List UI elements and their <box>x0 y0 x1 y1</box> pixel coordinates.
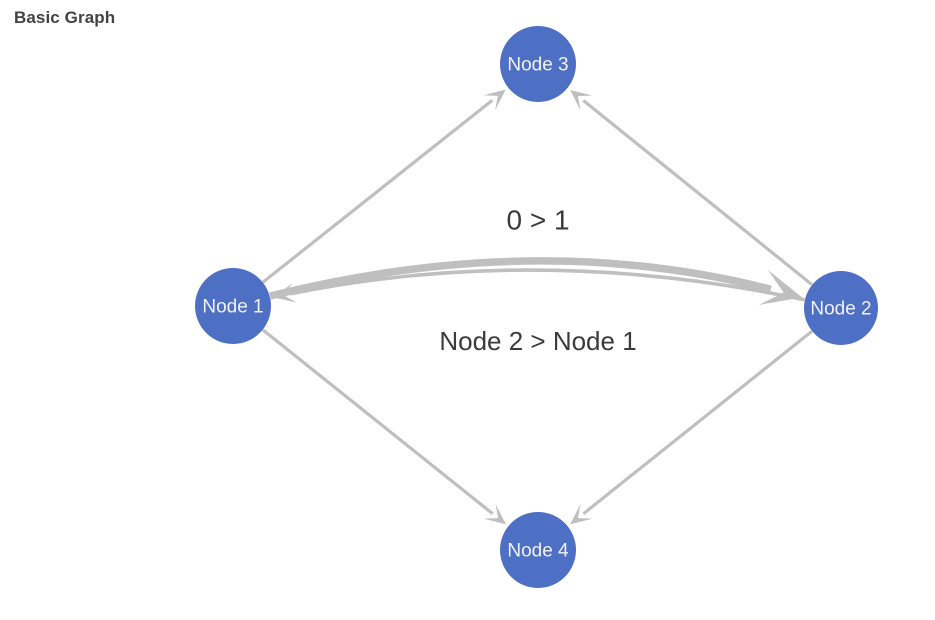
arrowhead-node2-to-node4 <box>570 503 593 525</box>
nodes-layer: Node 1 Node 2 Node 3 Node 4 <box>195 26 878 588</box>
edge-labels-layer: 0 > 1 Node 2 > Node 1 <box>439 205 636 357</box>
arrowhead-node2-to-node3 <box>570 89 593 111</box>
graph-node-node1[interactable]: Node 1 <box>195 268 271 344</box>
arrowhead-node1-to-node3 <box>483 89 506 111</box>
arrowheads-layer <box>273 89 803 525</box>
node-label-node4: Node 4 <box>507 541 569 562</box>
edge-node2-to-node4[interactable] <box>582 329 813 515</box>
edge-label-label-node2-gt-node1: Node 2 > Node 1 <box>439 326 636 356</box>
edges-layer <box>261 98 813 516</box>
graph-node-node4[interactable]: Node 4 <box>500 512 576 588</box>
edge-node1-to-node2[interactable] <box>269 257 772 300</box>
arrowhead-node2-to-node1 <box>273 283 297 303</box>
edge-node2-to-node3[interactable] <box>582 99 813 286</box>
arrowhead-node1-to-node2 <box>758 269 803 305</box>
arrowhead-node1-to-node4 <box>483 503 506 525</box>
edge-node2-to-node1[interactable] <box>290 268 805 302</box>
edge-node1-to-node4[interactable] <box>261 328 494 516</box>
node-label-node3: Node 3 <box>507 55 568 76</box>
edge-node1-to-node3[interactable] <box>261 98 494 284</box>
node-circle-node3[interactable] <box>500 26 576 102</box>
node-label-node1: Node 1 <box>202 297 263 318</box>
node-label-node2: Node 2 <box>810 299 871 320</box>
edge-label-label-0-gt-1: 0 > 1 <box>506 205 569 236</box>
node-circle-node4[interactable] <box>500 512 576 588</box>
node-circle-node1[interactable] <box>195 268 271 344</box>
graph-node-node2[interactable]: Node 2 <box>804 271 878 345</box>
node-circle-node2[interactable] <box>804 271 878 345</box>
graph-node-node3[interactable]: Node 3 <box>500 26 576 102</box>
page-title: Basic Graph <box>14 8 116 27</box>
